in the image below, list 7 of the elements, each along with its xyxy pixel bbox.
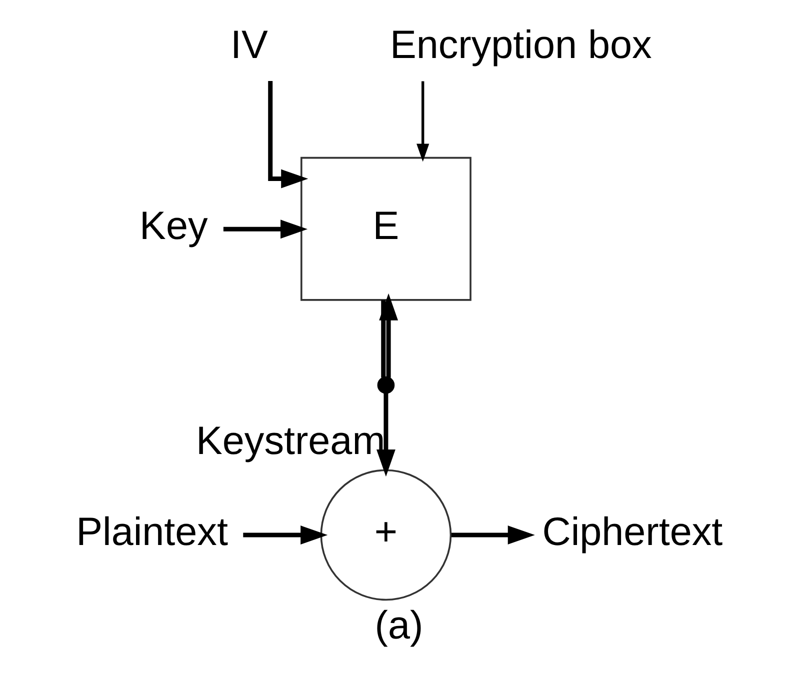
node-text: Encryption box <box>390 23 652 68</box>
node-text: Plaintext <box>76 510 228 554</box>
node-text: IV <box>230 23 268 68</box>
node-text: Key <box>140 204 208 248</box>
caption: (a) <box>374 604 424 648</box>
edge-label: Keystream <box>196 419 386 464</box>
node-text: Ciphertext <box>542 510 723 554</box>
